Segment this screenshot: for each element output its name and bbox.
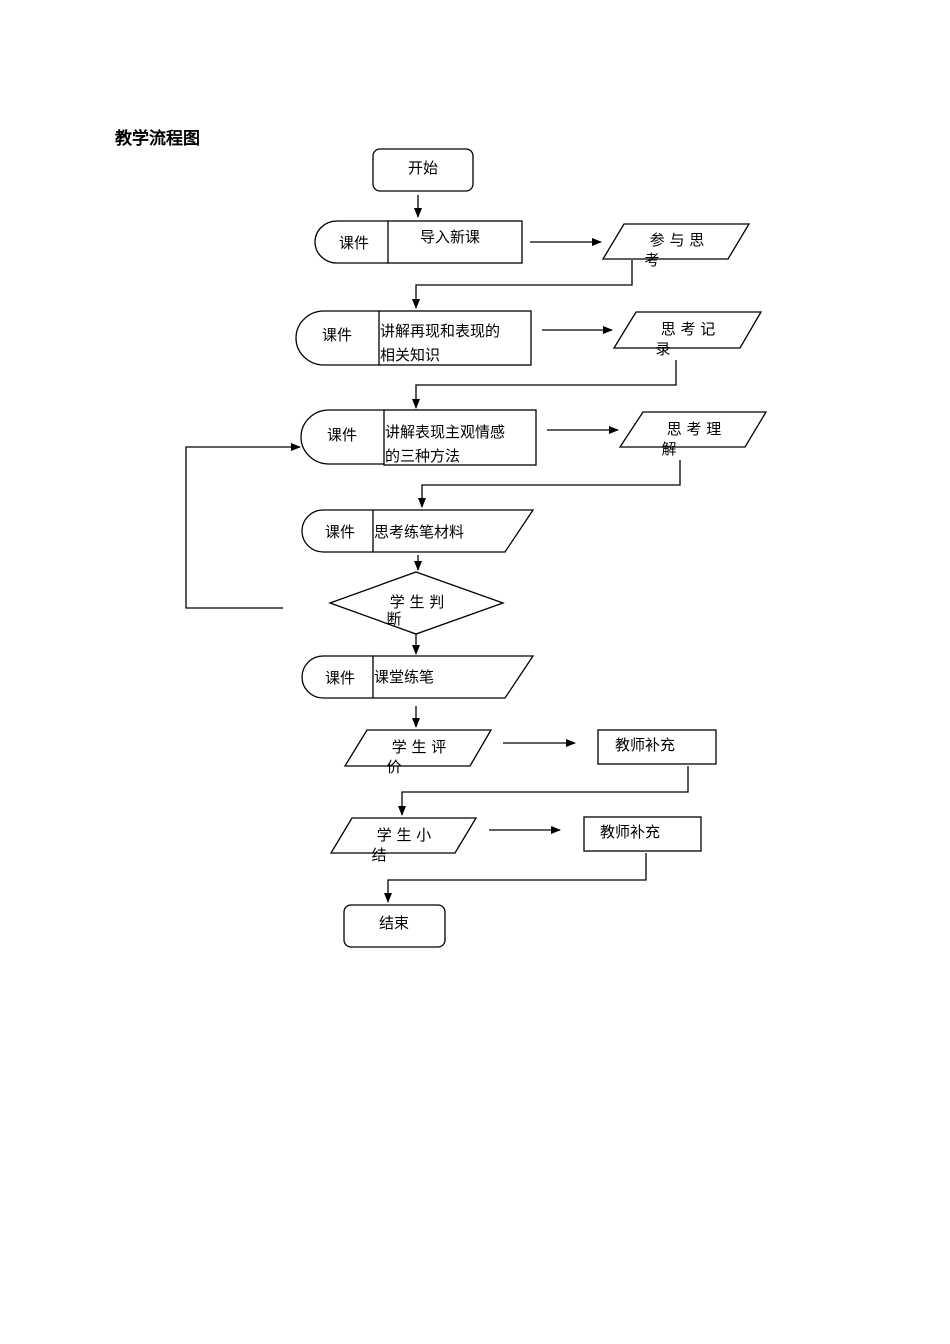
courseware-tag-4: 课件 [301, 509, 373, 553]
process-explain-1: 讲解再现和表现的 相关知识 [378, 310, 532, 366]
svg-text:思考练笔材料: 思考练笔材料 [374, 523, 464, 541]
svg-text:讲解表现主观情感: 讲解表现主观情感 [385, 423, 505, 441]
svg-text:解: 解 [661, 440, 676, 458]
svg-text:相关知识: 相关知识 [380, 346, 440, 364]
process-teacher-1: 教师补充 [597, 729, 717, 765]
end-node: 结束 [343, 904, 446, 948]
svg-text:教师补充: 教师补充 [615, 736, 675, 754]
decision-judge: 学 生 判 断 [328, 571, 505, 635]
io-record: 思 考 记 录 [612, 311, 763, 358]
svg-text:断: 断 [386, 610, 401, 628]
svg-text:参 与 思: 参 与 思 [650, 231, 705, 249]
start-node: 开始 [372, 148, 474, 192]
svg-text:的三种方法: 的三种方法 [385, 447, 460, 465]
process-explain-2: 讲解表现主观情感 的三种方法 [383, 409, 537, 466]
io-understand: 思 考 理 解 [618, 411, 768, 458]
courseware-tag-3: 课件 [300, 409, 384, 465]
svg-text:考: 考 [644, 251, 659, 269]
io-participate: 参 与 思 考 [601, 223, 751, 269]
courseware-tag-1: 课件 [314, 220, 388, 264]
svg-text:结: 结 [371, 846, 386, 864]
svg-text:课件: 课件 [339, 234, 369, 252]
process-intro: 导入新课 [387, 220, 523, 264]
svg-text:价: 价 [386, 758, 401, 776]
connectors [185, 195, 689, 903]
svg-text:课堂练笔: 课堂练笔 [374, 668, 434, 686]
svg-text:结束: 结束 [379, 914, 409, 932]
page-title: 教学流程图 [115, 129, 200, 149]
svg-text:学 生 评: 学 生 评 [392, 738, 447, 756]
svg-text:学 生 判: 学 生 判 [390, 593, 445, 611]
svg-text:课件: 课件 [325, 669, 355, 687]
svg-text:课件: 课件 [322, 326, 352, 344]
io-evaluate: 学 生 评 价 [343, 729, 493, 776]
start-label: 开始 [408, 159, 438, 177]
courseware-tag-5: 课件 [301, 655, 373, 699]
io-summary: 学 生 小 结 [329, 817, 478, 864]
svg-text:导入新课: 导入新课 [420, 228, 480, 246]
process-teacher-2: 教师补充 [583, 816, 702, 852]
svg-text:学 生 小: 学 生 小 [377, 826, 432, 844]
io-material: 思考练笔材料 [372, 509, 535, 553]
svg-text:课件: 课件 [325, 523, 355, 541]
svg-text:思 考 理: 思 考 理 [667, 420, 722, 438]
io-practice: 课堂练笔 [372, 655, 535, 699]
svg-text:思 考 记: 思 考 记 [661, 320, 716, 338]
svg-text:讲解再现和表现的: 讲解再现和表现的 [380, 322, 500, 340]
svg-text:教师补充: 教师补充 [600, 823, 660, 841]
svg-text:录: 录 [655, 340, 670, 358]
courseware-tag-2: 课件 [295, 310, 379, 366]
svg-text:课件: 课件 [327, 426, 357, 444]
